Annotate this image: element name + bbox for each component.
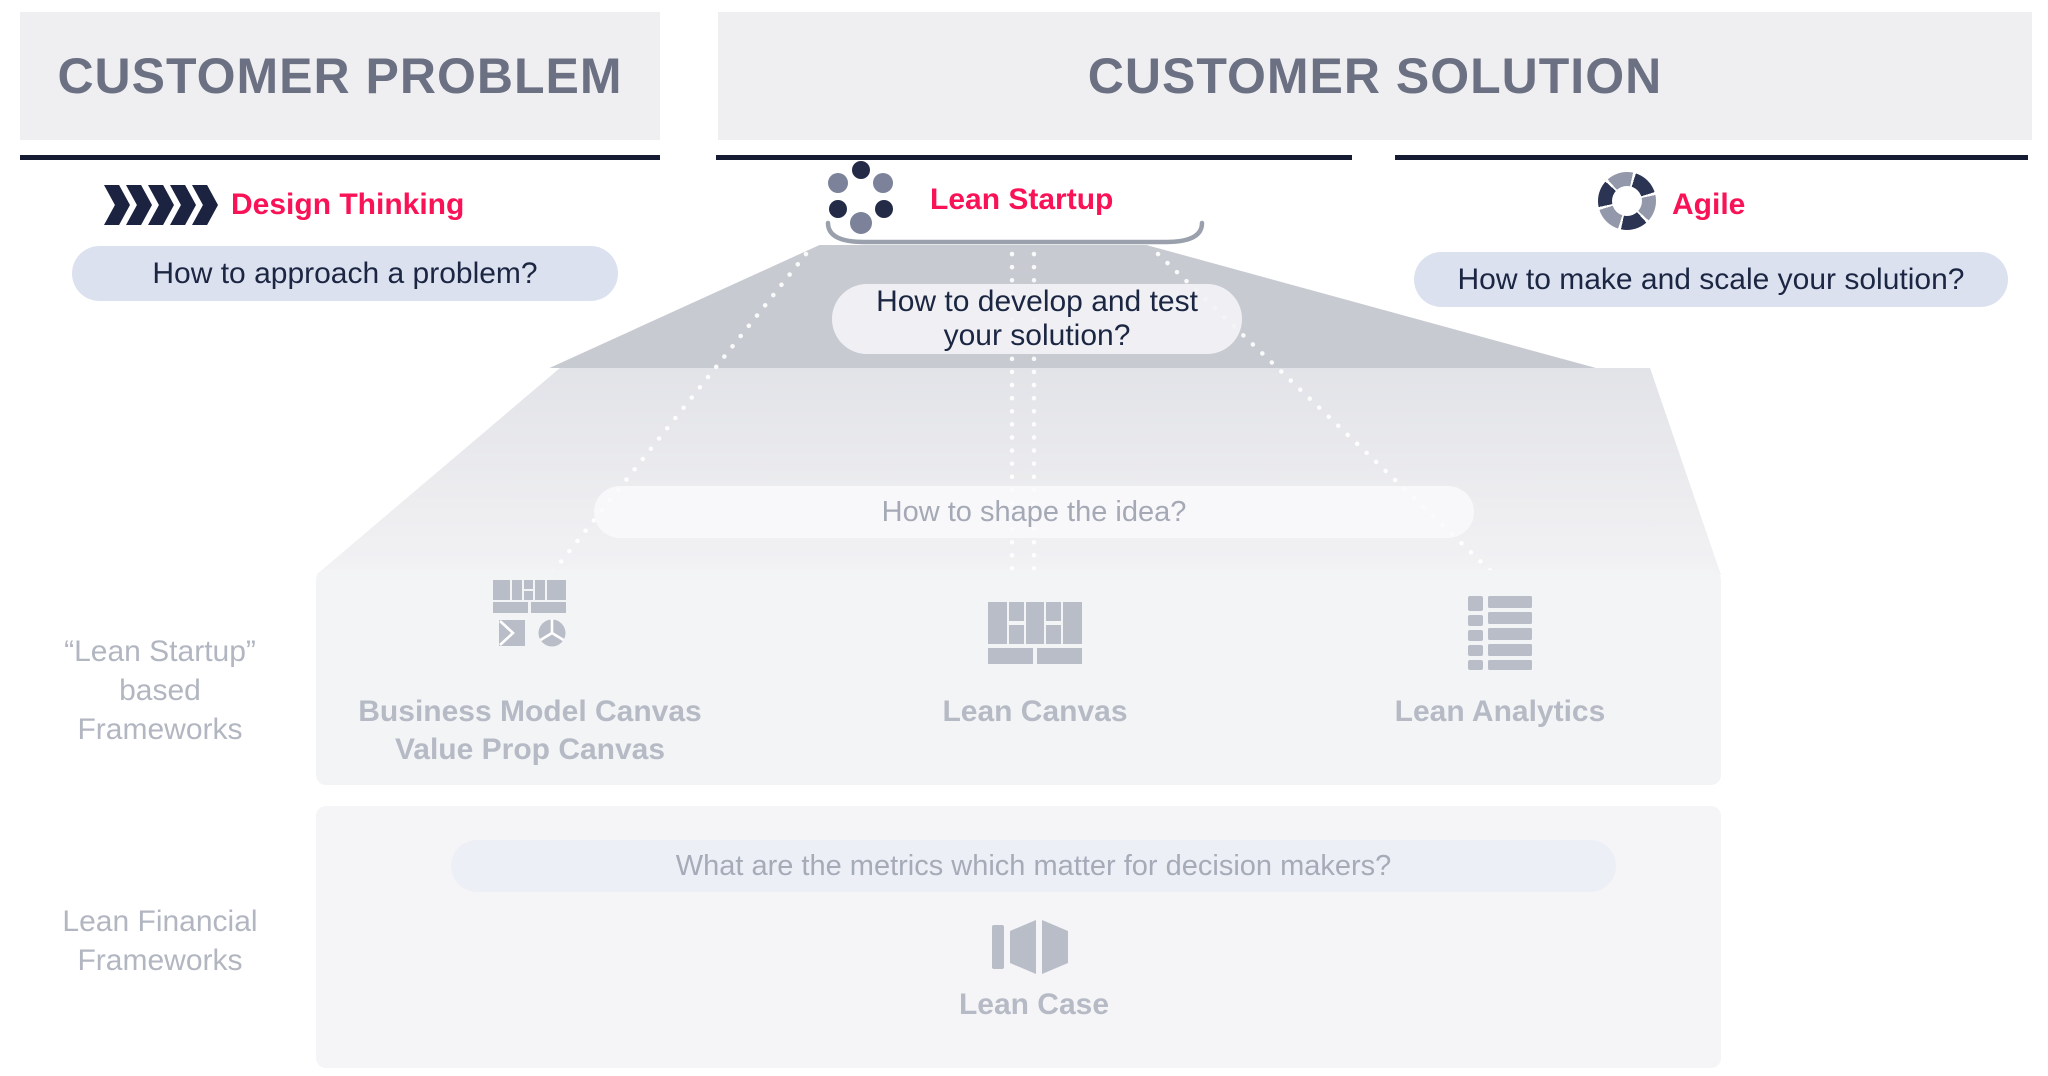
lean-case-book-icon (992, 920, 1068, 974)
metrics-question-pill: What are the metrics which matter for de… (451, 840, 1616, 892)
business-model-canvas-icon (493, 580, 566, 647)
lean-case-label: Lean Case (958, 988, 1110, 1021)
shape-idea-question: How to shape the idea? (881, 495, 1187, 528)
chevrons-icon (104, 185, 218, 225)
lean-analytics-label: Lean Analytics (1394, 695, 1606, 728)
agile-question: How to make and scale your solution? (1457, 262, 1965, 296)
build-measure-learn-cycle-icon (828, 160, 894, 234)
design-thinking-question: How to approach a problem? (152, 256, 538, 290)
lean-startup-label: Lean Startup (930, 183, 1114, 216)
financial-row-label: Lean Financial Frameworks (62, 905, 258, 977)
lifesaver-ring-icon (1598, 172, 1656, 230)
shape-idea-pill: How to shape the idea? (594, 486, 1474, 538)
funnel-light-shape (316, 368, 1721, 575)
design-thinking-label: Design Thinking (231, 188, 465, 221)
metrics-question: What are the metrics which matter for de… (675, 849, 1392, 882)
customer-problem-header: CUSTOMER PROBLEM (20, 12, 660, 140)
lean-startup-question-line2: your solution? (943, 319, 1131, 352)
lean-canvas-icon (988, 602, 1082, 664)
brace-curve (825, 220, 1205, 245)
divider-rule-left (20, 155, 660, 160)
lean-startup-question-line1: How to develop and test (876, 285, 1198, 318)
frameworks-row-label: “Lean Startup” based Frameworks (64, 635, 256, 746)
bmc-label: Business Model Canvas Value Prop Canvas (358, 695, 702, 766)
customer-solution-header: CUSTOMER SOLUTION (718, 12, 2032, 140)
customer-solution-title: CUSTOMER SOLUTION (1087, 48, 1663, 104)
agile-question-pill: How to make and scale your solution? (1414, 252, 2008, 307)
customer-problem-title: CUSTOMER PROBLEM (57, 48, 623, 104)
lean-canvas-label: Lean Canvas (942, 695, 1128, 728)
agile-label: Agile (1672, 188, 1746, 221)
divider-rule-middle (716, 155, 1352, 160)
divider-rule-right (1395, 155, 2028, 160)
design-thinking-question-pill: How to approach a problem? (72, 246, 618, 301)
lean-startup-question-pill: How to develop and test your solution? (832, 284, 1242, 354)
lean-analytics-icon (1468, 596, 1532, 670)
